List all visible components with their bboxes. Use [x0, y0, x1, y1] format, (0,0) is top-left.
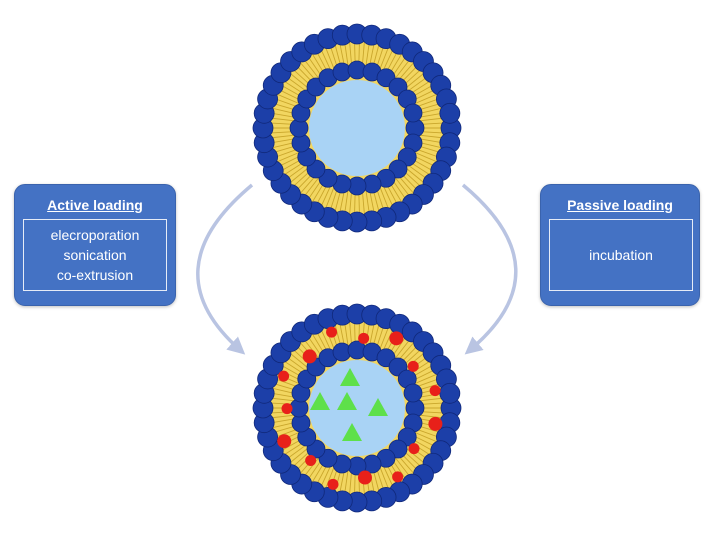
red-sphere	[429, 385, 441, 397]
lipid-tail	[297, 174, 317, 197]
green-triangle	[368, 398, 388, 416]
active-loading-title: Active loading	[47, 197, 143, 213]
lipid-tail	[297, 59, 317, 82]
outer-lipid-head	[439, 102, 461, 124]
lipid-tail	[397, 174, 417, 197]
outer-lipid-head	[439, 382, 461, 404]
lipid-tail	[413, 151, 441, 164]
red-sphere	[278, 370, 290, 382]
loaded-liposome	[252, 303, 462, 513]
right-curved-arrow	[461, 183, 518, 355]
inner-lipid-head	[403, 103, 423, 123]
red-sphere	[357, 470, 372, 485]
green-triangle	[337, 392, 357, 410]
method-co-extrusion: co-extrusion	[56, 267, 134, 283]
passive-loading-box: Passive loading incubation	[540, 184, 700, 306]
empty-liposome	[252, 23, 462, 233]
lipid-tail	[397, 454, 417, 477]
hydrophobic-cargo	[277, 326, 443, 490]
lipid-tail	[273, 92, 301, 105]
lipid-tail	[413, 431, 441, 444]
method-incubation: incubation	[589, 247, 653, 263]
lipid-tail	[348, 38, 353, 67]
red-sphere	[305, 454, 317, 466]
red-sphere	[277, 434, 292, 449]
red-sphere	[358, 332, 370, 344]
method-sonication: sonication	[63, 247, 127, 263]
green-triangle	[340, 368, 360, 386]
red-sphere	[407, 360, 419, 372]
lipid-tail	[348, 189, 353, 218]
method-electroporation: elecroporation	[50, 227, 140, 243]
aqueous-core	[309, 80, 405, 176]
red-sphere	[392, 471, 404, 483]
left-curved-arrow	[196, 183, 254, 355]
lipid-tail	[348, 469, 353, 498]
aqueous-core	[309, 360, 405, 456]
green-triangle	[342, 423, 362, 441]
lipid-tail	[397, 339, 417, 362]
active-loading-methods: elecroporation sonication co-extrusion	[23, 219, 167, 291]
lipid-tail	[397, 59, 417, 82]
lipid-tail	[348, 318, 353, 347]
green-triangle	[310, 392, 330, 410]
red-sphere	[389, 331, 404, 346]
red-sphere	[428, 416, 443, 431]
inner-lipid-head	[403, 383, 423, 403]
red-sphere	[408, 443, 420, 455]
lipid-tail	[361, 189, 366, 218]
passive-loading-title: Passive loading	[567, 197, 673, 213]
lipid-tail	[273, 151, 301, 164]
red-sphere	[326, 326, 338, 338]
active-loading-box: Active loading elecroporation sonication…	[14, 184, 176, 306]
lipid-tail	[413, 92, 441, 105]
red-sphere	[302, 349, 317, 364]
lipid-tail	[413, 372, 441, 385]
passive-loading-methods: incubation	[549, 219, 693, 291]
hydrophilic-cargo	[310, 368, 388, 441]
red-sphere	[281, 403, 293, 415]
lipid-tail	[361, 38, 366, 67]
red-sphere	[327, 478, 339, 490]
